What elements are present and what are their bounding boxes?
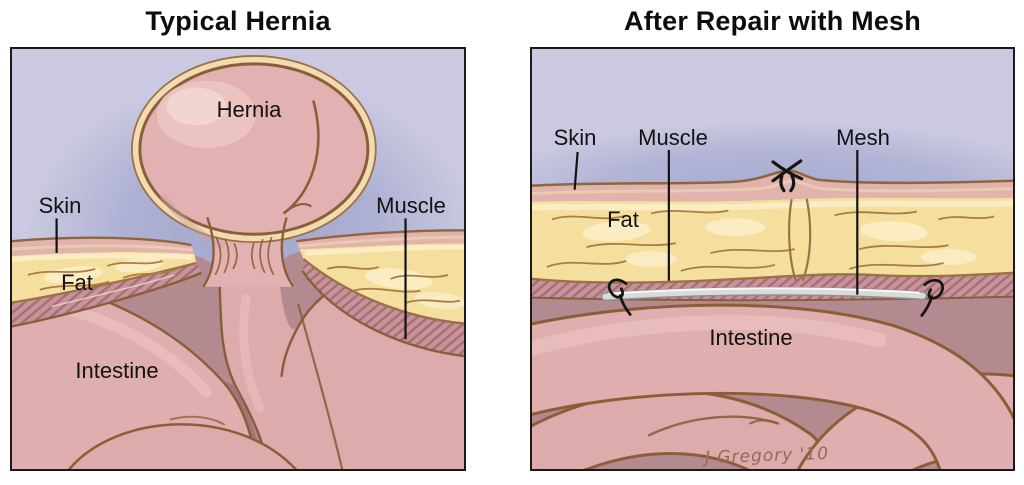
intestine-label: Intestine (75, 358, 159, 383)
fat-seam-left (788, 197, 797, 282)
mesh-suture-right (920, 278, 944, 317)
neck-wrinkles (214, 236, 275, 276)
hernia-label: Hernia (216, 97, 282, 122)
muscle-label: Muscle (638, 125, 708, 150)
muscle-label: Muscle (376, 193, 446, 218)
fat-texture-left (27, 260, 177, 291)
skin-suture-x (771, 159, 804, 193)
mesh-suture-left (607, 278, 632, 316)
skin-label: Skin (38, 193, 82, 218)
after-repair-illustration (532, 49, 1013, 469)
typical-hernia-panel: Hernia Skin Muscle Fat Intestine (10, 47, 466, 471)
mesh-label: Mesh (836, 125, 890, 150)
after-repair-panel: Skin Muscle Mesh Fat Intestine J Gregory… (530, 47, 1015, 471)
hernia-balloon (131, 55, 377, 288)
skin-label: Skin (553, 125, 597, 150)
intestine-label: Intestine (709, 325, 793, 350)
fat-label: Fat (607, 207, 639, 232)
skin-leader-line (573, 151, 579, 190)
typical-hernia-illustration (12, 49, 464, 469)
left-panel-title: Typical Hernia (145, 6, 331, 36)
fat-seam-right (801, 198, 812, 282)
fat-texture-right (326, 266, 461, 304)
fat-label: Fat (61, 270, 93, 295)
intestine-loops (532, 303, 1013, 469)
mesh-implant (600, 278, 944, 317)
abdominal-wall-right (296, 229, 464, 358)
fat-texture (546, 209, 995, 272)
right-panel-title: After Repair with Mesh (624, 6, 921, 36)
